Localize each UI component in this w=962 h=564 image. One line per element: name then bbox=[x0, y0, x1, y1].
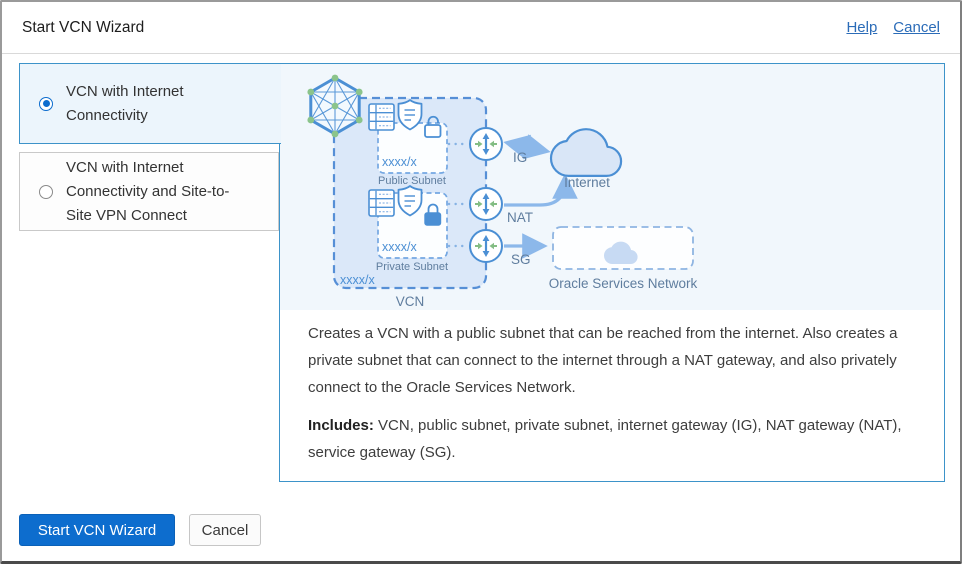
nat-gateway-icon bbox=[469, 187, 503, 221]
private-subnet-label: Private Subnet bbox=[376, 261, 448, 273]
option-label: VCN with Internet Connectivity bbox=[66, 82, 184, 124]
osn-label: Oracle Services Network bbox=[549, 276, 698, 291]
includes-line: Includes: VCN, public subnet, private su… bbox=[308, 412, 922, 466]
sg-label: SG bbox=[511, 252, 531, 267]
description-paragraph: Creates a VCN with a public subnet that … bbox=[308, 325, 898, 396]
header-links: Help Cancel bbox=[846, 19, 940, 36]
page-title: Start VCN Wizard bbox=[22, 18, 145, 36]
vcn-cidr: xxxx/x bbox=[340, 273, 375, 287]
lock-closed-icon bbox=[424, 203, 442, 226]
security-shield-icon bbox=[397, 185, 423, 217]
nat-label: NAT bbox=[507, 210, 533, 225]
option-label: VCN with Internet Connectivity and Site-… bbox=[66, 158, 230, 224]
includes-label: Includes: bbox=[308, 417, 374, 434]
internet-label: Internet bbox=[564, 175, 610, 190]
security-shield-icon bbox=[397, 99, 423, 131]
option-vcn-site-to-site-vpn[interactable]: VCN with Internet Connectivity and Site-… bbox=[19, 152, 279, 231]
start-vcn-wizard-button[interactable]: Start VCN Wizard bbox=[19, 514, 175, 546]
service-gateway-icon bbox=[469, 229, 503, 263]
header-cancel-link[interactable]: Cancel bbox=[893, 19, 940, 36]
vcn-architecture-diagram: xxxx/x VCN xxxx/x bbox=[307, 74, 698, 309]
option-detail-panel: xxxx/x VCN xxxx/x bbox=[279, 63, 945, 482]
osn-cloud-icon bbox=[604, 241, 638, 264]
internet-cloud-icon bbox=[549, 128, 623, 177]
option-description: Creates a VCN with a public subnet that … bbox=[308, 320, 922, 466]
ig-internet-arrow bbox=[503, 134, 551, 160]
includes-text: VCN, public subnet, private subnet, inte… bbox=[308, 417, 902, 461]
private-subnet-cidr: xxxx/x bbox=[382, 240, 417, 254]
nat-internet-arrow bbox=[504, 173, 578, 207]
option-vcn-internet-connectivity[interactable]: VCN with Internet Connectivity bbox=[19, 63, 281, 144]
vcn-network-icon bbox=[307, 74, 363, 138]
internet-gateway-icon bbox=[469, 127, 503, 161]
lock-open-icon bbox=[424, 115, 442, 138]
dialog-header: Start VCN Wizard Help Cancel bbox=[2, 2, 960, 54]
public-subnet-cidr: xxxx/x bbox=[382, 155, 417, 169]
ig-label: IG bbox=[513, 150, 527, 165]
footer-cancel-button[interactable]: Cancel bbox=[189, 514, 261, 546]
vcn-label: VCN bbox=[396, 294, 425, 309]
server-grid-icon bbox=[368, 103, 395, 131]
server-grid-icon bbox=[368, 189, 395, 217]
radio-vcn-internet-connectivity[interactable] bbox=[39, 96, 53, 111]
public-subnet-label: Public Subnet bbox=[378, 175, 446, 187]
radio-vcn-site-to-site-vpn[interactable] bbox=[39, 184, 53, 199]
help-link[interactable]: Help bbox=[846, 19, 878, 36]
